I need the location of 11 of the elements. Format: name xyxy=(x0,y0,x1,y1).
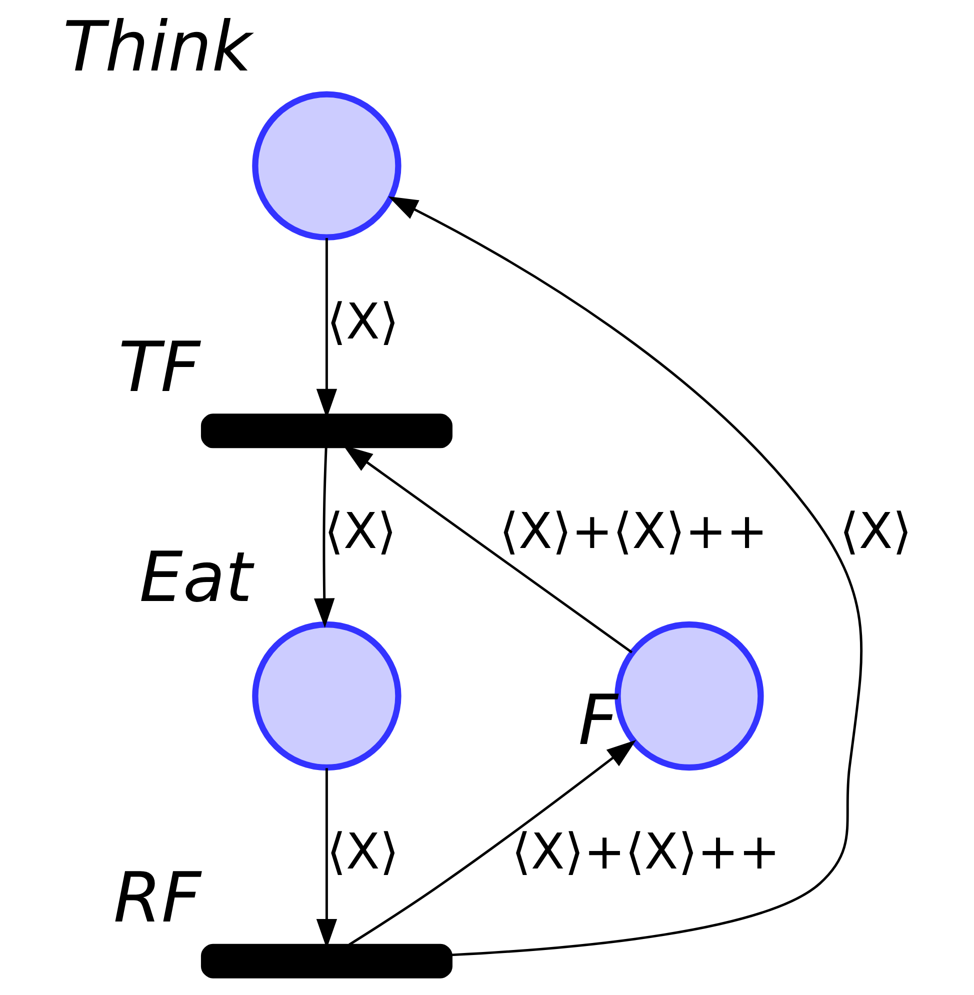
edge-label: ⟨X⟩ xyxy=(326,292,399,350)
node-label: RF xyxy=(113,858,202,938)
edge-label: ⟨X⟩+⟨X⟩++ xyxy=(499,502,768,560)
node-label: TF xyxy=(118,328,200,408)
node-label: F xyxy=(578,680,618,761)
edge-label: ⟨X⟩ xyxy=(840,502,912,560)
node-label: Eat xyxy=(139,538,252,618)
edge-label: ⟨X⟩ xyxy=(324,502,396,560)
edge-label: ⟨X⟩ xyxy=(326,822,399,881)
node-label: Think xyxy=(62,8,252,88)
edge-label: ⟨X⟩+⟨X⟩++ xyxy=(512,822,780,881)
